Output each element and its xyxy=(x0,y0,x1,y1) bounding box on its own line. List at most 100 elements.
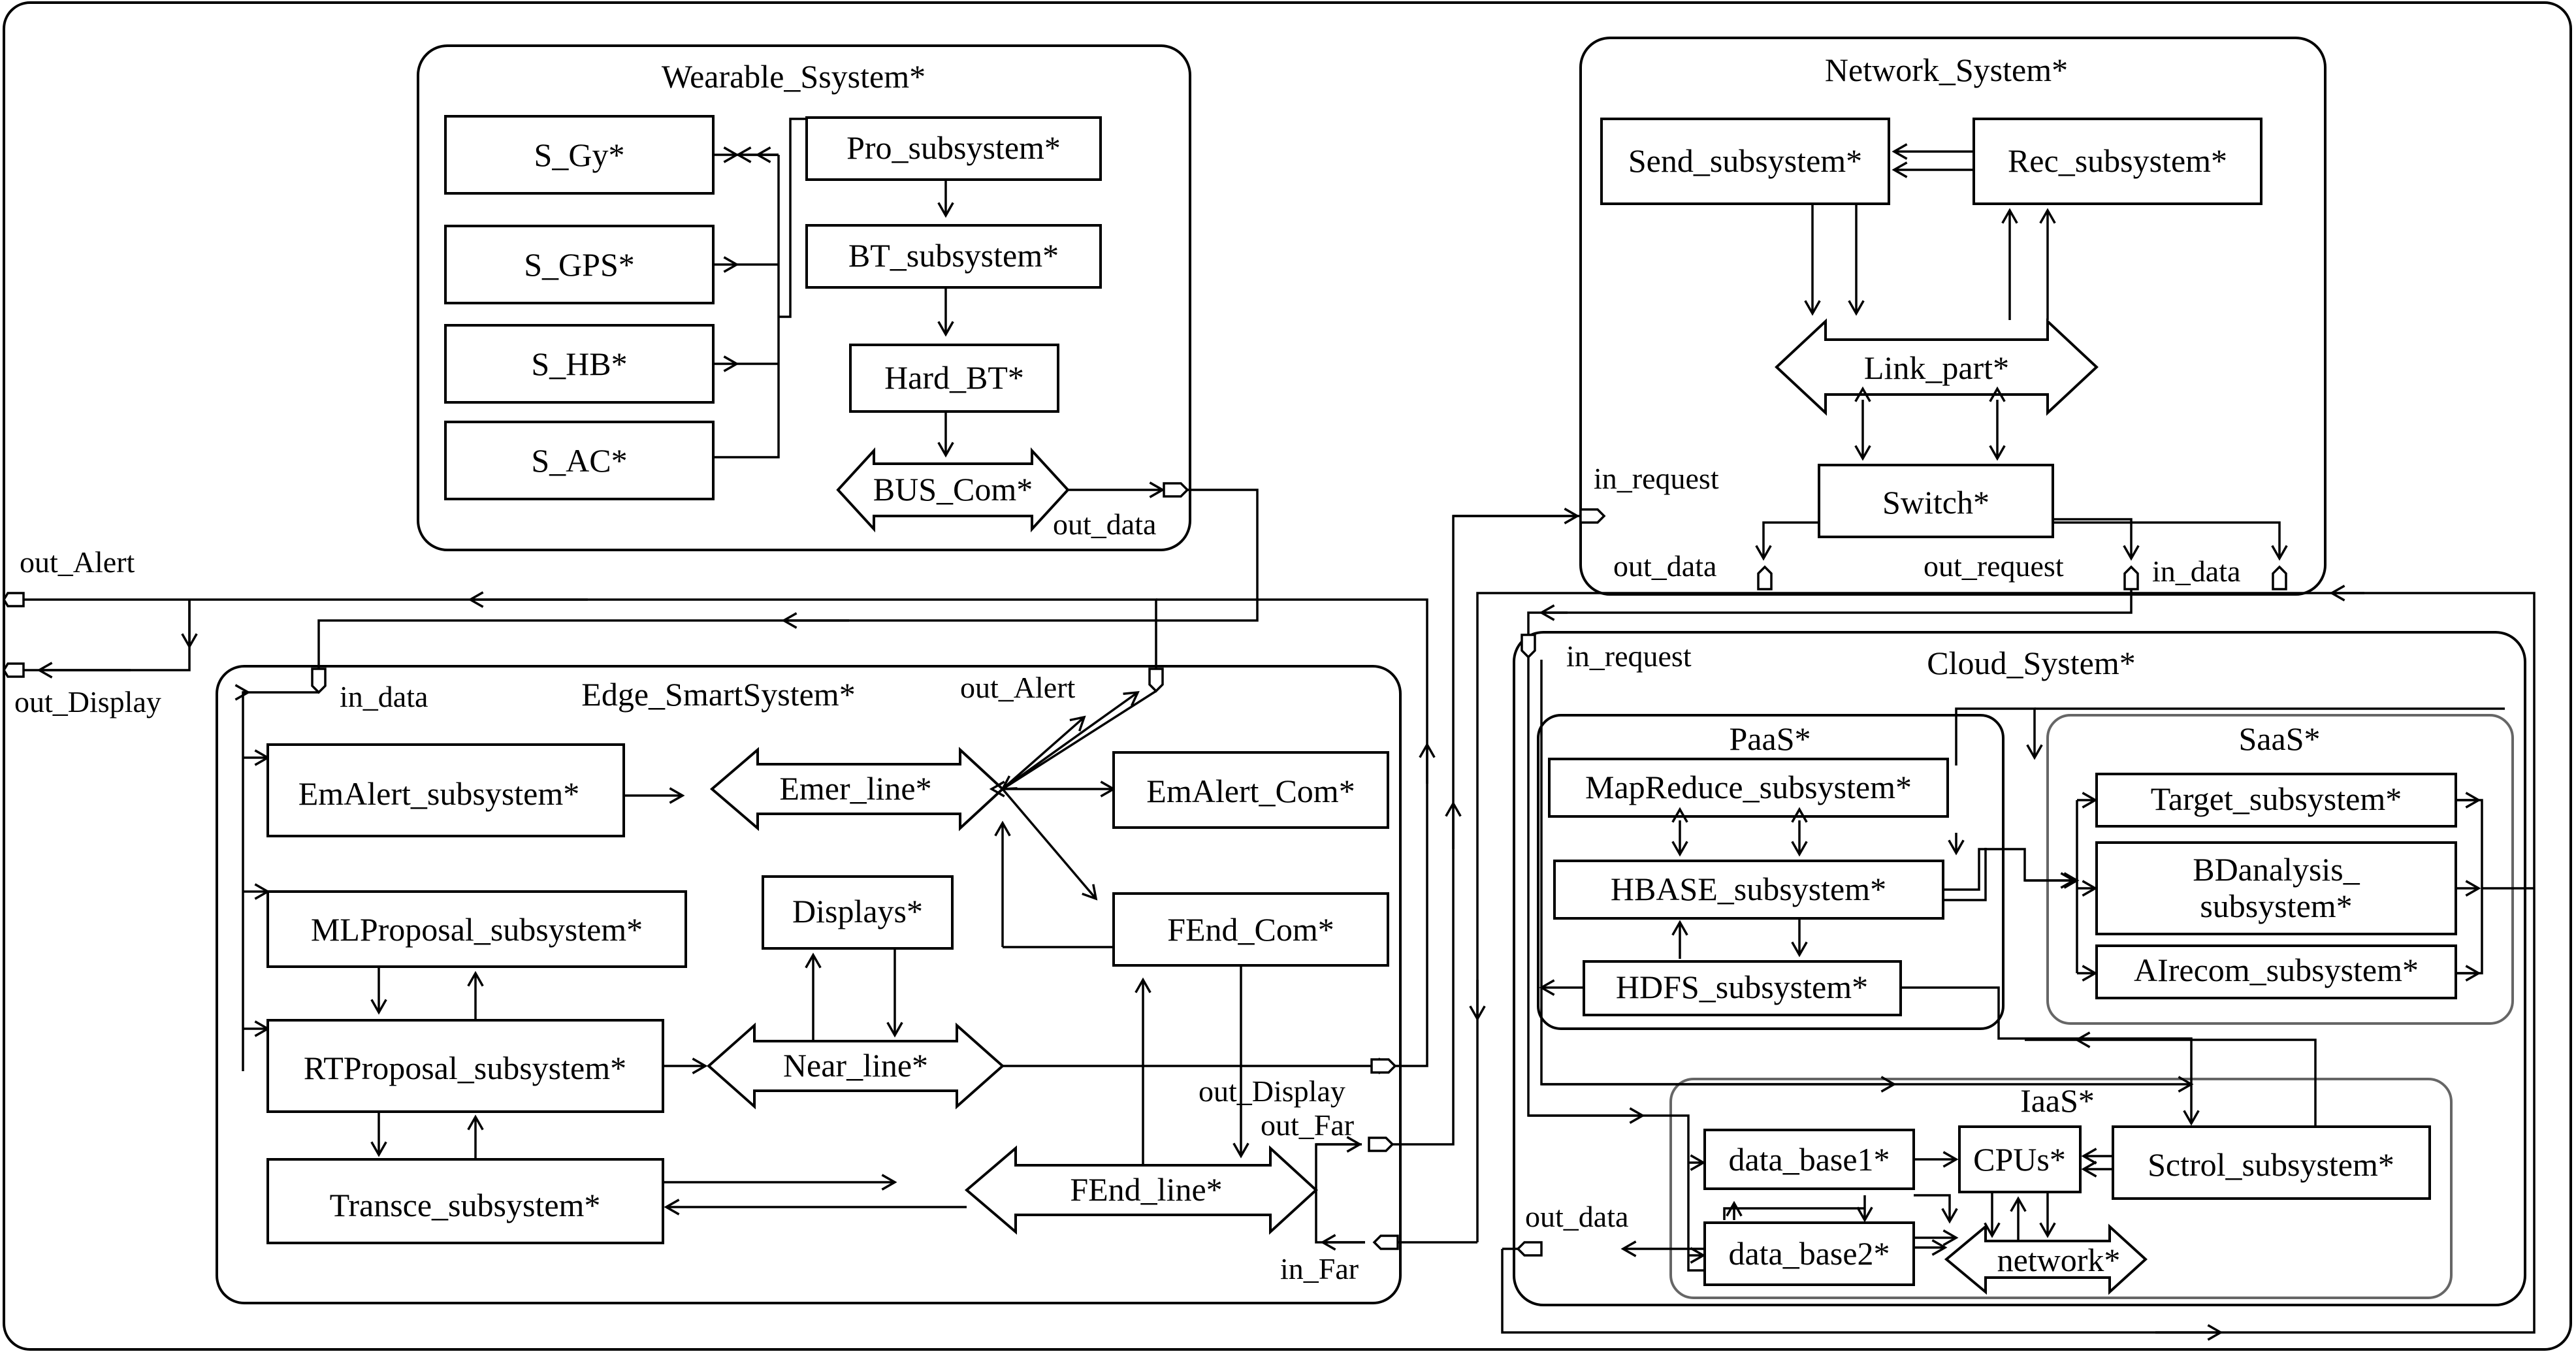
edge-system-border xyxy=(216,665,1402,1304)
wearable-out-data-port[interactable] xyxy=(1163,482,1189,498)
saas-title: SaaS* xyxy=(2239,720,2321,757)
network-out-data-port[interactable] xyxy=(1757,565,1773,590)
fend-com-label: FEnd_Com* xyxy=(1167,911,1334,948)
s-gps-block[interactable] xyxy=(444,225,715,304)
bus-com-label: BUS_Com* xyxy=(873,471,1033,508)
mapreduce-subsystem-label: MapReduce_subsystem* xyxy=(1585,769,1912,805)
emalert-subsystem-label: EmAlert_subsystem* xyxy=(298,775,580,812)
edge-out-far-label: out_Far xyxy=(1261,1108,1354,1142)
send-subsystem-block[interactable] xyxy=(1600,118,1890,205)
rtproposal-subsystem-block[interactable] xyxy=(266,1019,664,1113)
hbase-subsystem-label: HBASE_subsystem* xyxy=(1611,871,1886,907)
pro-subsystem-label: Pro_subsystem* xyxy=(846,129,1061,166)
hdfs-subsystem-block[interactable] xyxy=(1583,960,1902,1016)
rec-subsystem-block[interactable] xyxy=(1972,118,2262,205)
emer-line-label: Emer_line* xyxy=(779,770,931,807)
cloud-out-data-port[interactable] xyxy=(1516,1241,1543,1257)
transce-subsystem-block[interactable] xyxy=(266,1158,664,1244)
sensor-bus-line xyxy=(713,118,807,459)
sctrol-subsystem-block[interactable] xyxy=(2112,1125,2431,1200)
s-hb-label: S_HB* xyxy=(531,346,627,382)
network-system: Network_System* Send_subsystem* Rec_subs… xyxy=(1579,37,2326,596)
network-in-request-label: in_request xyxy=(1594,462,1719,495)
data-base2-label: data_base2* xyxy=(1728,1235,1890,1272)
s-ac-block[interactable] xyxy=(444,421,715,500)
outer-out-display-port[interactable] xyxy=(2,662,25,678)
mlproposal-subsystem-block[interactable] xyxy=(266,890,687,968)
transce-subsystem-label: Transce_subsystem* xyxy=(330,1187,601,1223)
edge-system-title: Edge_SmartSystem* xyxy=(581,676,855,713)
outer-out-display-label: out_Display xyxy=(14,685,161,718)
hard-bt-label: Hard_BT* xyxy=(884,359,1024,396)
network-in-request-port[interactable] xyxy=(1579,508,1606,524)
fend-line-label: FEnd_line* xyxy=(1070,1171,1222,1208)
switch-block[interactable] xyxy=(1818,464,2054,538)
cpus-block[interactable] xyxy=(1958,1125,2082,1193)
data-base1-label: data_base1* xyxy=(1728,1141,1890,1178)
network-out-request-port[interactable] xyxy=(2123,565,2139,590)
emalert-com-block[interactable] xyxy=(1112,751,1389,829)
edge-out-alert-label: out_Alert xyxy=(960,671,1076,704)
link-part-label: Link_part* xyxy=(1864,349,2009,386)
data-base2-block[interactable] xyxy=(1703,1221,1915,1286)
network-out-data-label: out_data xyxy=(1613,549,1716,583)
edge-out-far-port[interactable] xyxy=(1368,1136,1394,1152)
cloud-system-title: Cloud_System* xyxy=(1927,645,2135,681)
emalert-com-label: EmAlert_Com* xyxy=(1146,773,1355,809)
outer-frame xyxy=(3,1,2572,1351)
outer-out-alert-label: out_Alert xyxy=(20,545,135,579)
fend-com-block[interactable] xyxy=(1112,892,1389,967)
emalert-subsystem-block[interactable] xyxy=(266,743,625,837)
cpus-label: CPUs* xyxy=(1973,1141,2066,1178)
saas-border xyxy=(2046,714,2514,1025)
airecom-subsystem-block[interactable] xyxy=(2095,944,2457,999)
network-out-request-label: out_request xyxy=(1924,549,2064,583)
edge-out-display-label: out_Display xyxy=(1199,1074,1345,1108)
iaas-border xyxy=(1669,1078,2453,1299)
cloud-in-request-port[interactable] xyxy=(1521,634,1536,659)
hdfs-subsystem-label: HDFS_subsystem* xyxy=(1616,969,1868,1005)
network-in-data-label: in_data xyxy=(2152,555,2240,588)
switch-label: Switch* xyxy=(1882,484,1989,521)
wearable-system: Wearable_Ssystem* S_Gy* S_GPS* S_HB* S_A… xyxy=(417,44,1191,551)
cloud-in-request-label: in_request xyxy=(1566,639,1692,673)
network-system-border xyxy=(1579,37,2326,596)
edge-smart-system: Edge_SmartSystem* in_data out_Alert EmAl… xyxy=(216,665,1402,1304)
mlproposal-subsystem-label: MLProposal_subsystem* xyxy=(311,911,643,948)
near-line-label: Near_line* xyxy=(783,1047,928,1084)
network-system-title: Network_System* xyxy=(1825,52,2068,88)
s-gps-label: S_GPS* xyxy=(524,246,635,283)
edge-out-display-port[interactable] xyxy=(1370,1058,1397,1074)
edge-in-data-label: in_data xyxy=(340,680,428,713)
send-subsystem-label: Send_subsystem* xyxy=(1628,142,1862,179)
cloud-system: Cloud_System* in_request PaaS* MapReduce… xyxy=(1513,631,2534,1306)
rtproposal-subsystem-label: RTProposal_subsystem* xyxy=(304,1050,626,1086)
bt-subsystem-block[interactable] xyxy=(805,224,1102,289)
s-ac-label: S_AC* xyxy=(531,442,627,479)
hard-bt-block[interactable] xyxy=(849,344,1059,413)
cloud-out-data-label: out_data xyxy=(1525,1200,1628,1233)
bdanalysis-subsystem-label-line2: subsystem* xyxy=(2200,888,2352,924)
s-hb-block[interactable] xyxy=(444,324,715,404)
target-subsystem-label: Target_subsystem* xyxy=(2151,781,2402,817)
outer-out-alert-port[interactable] xyxy=(2,592,25,607)
network-in-data-port[interactable] xyxy=(2272,565,2287,590)
s-gy-label: S_Gy* xyxy=(534,137,625,173)
airecom-subsystem-label: AIrecom_subsystem* xyxy=(2134,952,2419,988)
pro-subsystem-block[interactable] xyxy=(805,116,1102,181)
bdanalysis-subsystem-block[interactable] xyxy=(2095,841,2457,935)
edge-out-alert-port[interactable] xyxy=(1148,668,1164,693)
sctrol-subsystem-label: Sctrol_subsystem* xyxy=(2148,1146,2394,1183)
edge-in-far-port[interactable] xyxy=(1372,1234,1399,1250)
paas-title: PaaS* xyxy=(1730,720,1811,757)
mapreduce-subsystem-block[interactable] xyxy=(1548,758,1949,818)
cloud-system-border xyxy=(1513,631,2526,1306)
bdanalysis-subsystem-label-line1: BDanalysis_ xyxy=(2193,851,2360,888)
network-label: network* xyxy=(1997,1242,2121,1278)
displays-block[interactable] xyxy=(762,875,954,950)
rec-subsystem-label: Rec_subsystem* xyxy=(2008,142,2227,179)
paas-border xyxy=(1537,714,2004,1030)
wearable-system-border xyxy=(417,44,1191,551)
edge-in-data-port[interactable] xyxy=(311,668,327,694)
